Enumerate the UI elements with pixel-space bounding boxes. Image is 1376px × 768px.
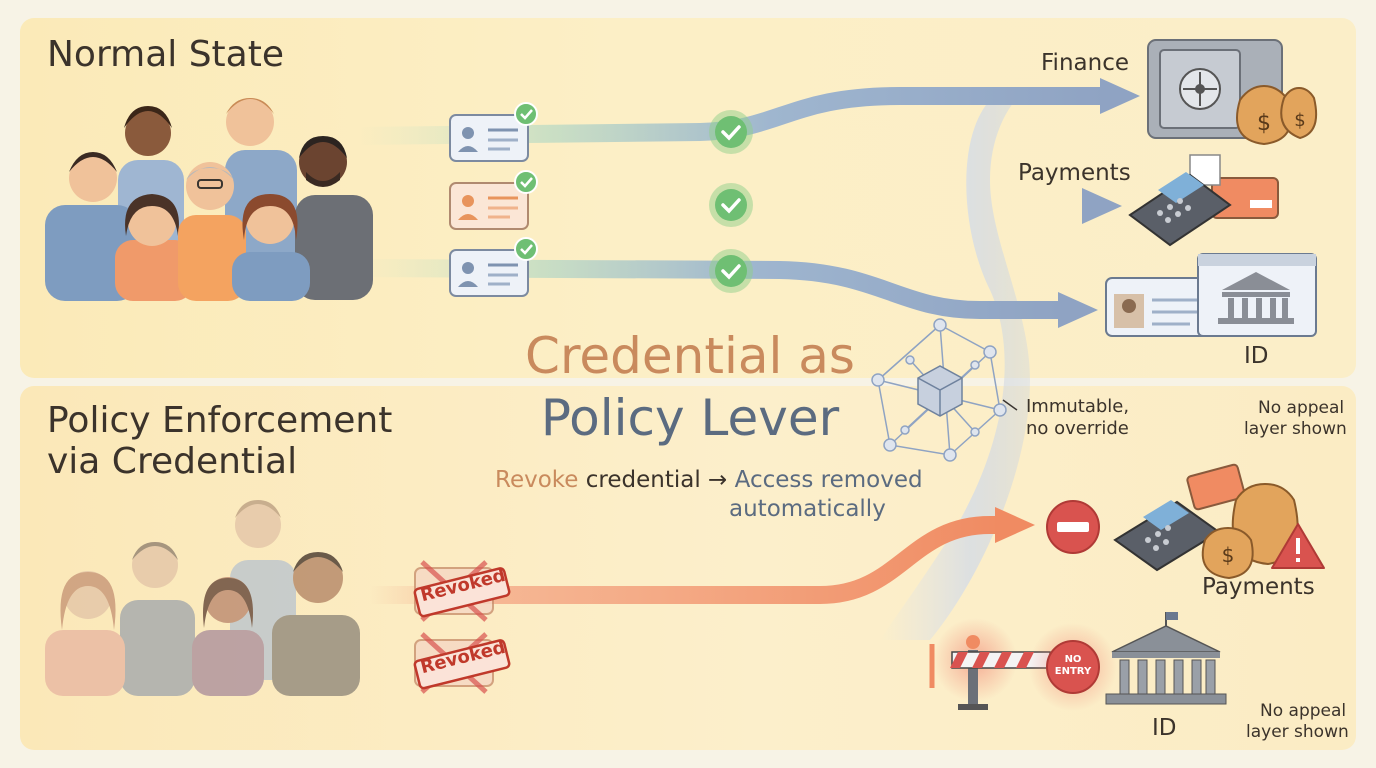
- access-removed-text: Access removed: [734, 467, 923, 493]
- government-building-icon: [1105, 612, 1227, 705]
- destination-label-finance: Finance: [1041, 50, 1129, 76]
- access-removed-line2: automatically: [729, 496, 886, 522]
- approved-check-icon: [709, 110, 753, 154]
- center-title-line1: Credential as: [525, 327, 855, 385]
- revoke-word: Revoke: [495, 467, 579, 493]
- bottom-destination-label-payments: Payments: [1202, 574, 1315, 600]
- top-flow-id: [359, 259, 1098, 328]
- faded-people-group-icon: [45, 500, 360, 696]
- revoked-credential-icon: [413, 632, 511, 694]
- revoke-statement: Revoke credential → Access removed: [495, 467, 923, 493]
- section-title-normal-state: Normal State: [47, 34, 284, 75]
- revoked-flow-payments: [370, 507, 1035, 604]
- bottom-no-appeal-note-line1: No appeal: [1260, 701, 1347, 721]
- no-entry-line1: NO: [1064, 654, 1082, 665]
- credential-card-icon: [449, 170, 538, 230]
- bottom-no-appeal-note-line2: layer shown: [1246, 722, 1349, 742]
- destination-label-id: ID: [1244, 343, 1269, 369]
- destination-label-payments: Payments: [1018, 160, 1131, 186]
- top-no-appeal-note-line1: No appeal: [1258, 398, 1345, 418]
- government-building-icon: [1197, 253, 1317, 337]
- ledger-network-icon: [871, 318, 1018, 462]
- ledger-note-line2: no override: [1026, 418, 1129, 439]
- policy-shield-shape: [880, 95, 1030, 640]
- money-bag-icon: $ $: [1236, 84, 1318, 146]
- svg-text:$: $: [1294, 110, 1305, 131]
- payment-terminal-icon: [1113, 463, 1246, 572]
- top-no-appeal-note-line2: layer shown: [1244, 419, 1347, 439]
- money-bag-icon: $: [1201, 482, 1299, 580]
- barrier-gate-icon: [933, 618, 1051, 710]
- svg-text:$: $: [1222, 543, 1235, 567]
- credential-word: credential →: [585, 467, 728, 493]
- credential-card-icon: [449, 102, 538, 162]
- svg-text:$: $: [1257, 111, 1271, 136]
- section-title-policy-enforcement: Policy Enforcement: [47, 400, 393, 441]
- people-group-icon: [45, 98, 373, 301]
- no-entry-sign-icon: [1029, 623, 1117, 711]
- approved-check-icon: [709, 249, 753, 293]
- ledger-note-line1: Immutable,: [1026, 396, 1130, 417]
- payment-terminal-icon: [1128, 154, 1279, 247]
- no-entry-line2: ENTRY: [1054, 666, 1092, 677]
- bottom-destination-label-id: ID: [1152, 715, 1177, 741]
- approved-check-icon: [709, 183, 753, 227]
- no-entry-label: NO ENTRY: [1053, 654, 1093, 678]
- warning-icon: [1271, 523, 1325, 569]
- section-title-via-credential: via Credential: [47, 441, 298, 482]
- credential-card-icon: [449, 237, 538, 297]
- stop-sign-icon: [1046, 500, 1100, 554]
- center-title-line2: Policy Lever: [540, 389, 840, 447]
- revoked-credential-icon: [413, 560, 511, 622]
